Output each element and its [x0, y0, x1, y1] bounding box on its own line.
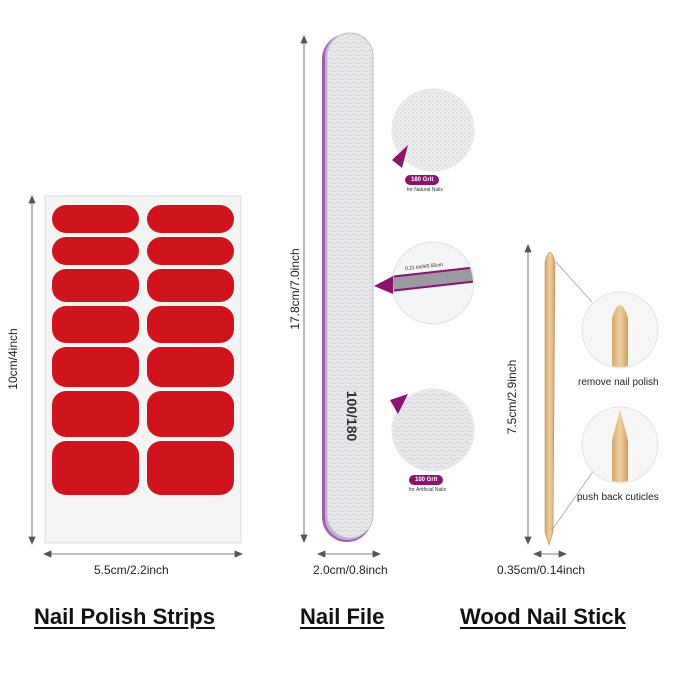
strip-dimension-lines [28, 194, 244, 558]
file-dimension-lines [300, 34, 382, 558]
nail-strip [52, 347, 139, 387]
grit-100-sub: for Artificial Nails [409, 487, 446, 493]
strip-height-label: 10cm/4inch [6, 328, 20, 390]
nail-strip [147, 391, 234, 437]
grit-180-sub: for Natural Nails [407, 187, 443, 193]
file-length-label: 17.8cm/7.0inch [288, 248, 302, 330]
file-callout-100 [390, 388, 475, 472]
strip-width-label: 5.5cm/2.2inch [94, 563, 169, 577]
nail-file [322, 32, 374, 542]
nail-strip-grid [52, 205, 234, 495]
stick-callout-flat-tip [581, 291, 659, 369]
stick-callout-bottom-label: push back cuticles [577, 492, 659, 503]
nail-strip [147, 237, 234, 265]
stick-length-label: 7.5cm/2.9inch [505, 359, 519, 435]
nail-strip [147, 269, 234, 302]
stick-callout-top-label: remove nail polish [578, 377, 659, 388]
strip-title: Nail Polish Strips [34, 604, 215, 629]
stick-dimension-lines [524, 243, 568, 558]
nail-strip-sheet [44, 195, 242, 544]
wood-stick [544, 251, 556, 547]
nail-strip [52, 269, 139, 302]
nail-strip [52, 391, 139, 437]
stick-callout-lines [551, 261, 595, 531]
nail-strip [52, 205, 139, 233]
nail-strip [147, 347, 234, 387]
file-callout-180 [391, 88, 475, 172]
nail-strip [147, 441, 234, 495]
file-grit-print: 100/180 [344, 390, 360, 442]
nail-strip [52, 306, 139, 343]
grit-180-badge: 180 Grit [405, 175, 440, 185]
stick-width-label: 0.35cm/0.14inch [497, 563, 586, 577]
nail-strip [52, 237, 139, 265]
stick-title: Wood Nail Stick [460, 604, 626, 629]
nail-strip [147, 306, 234, 343]
stick-callout-pointed-tip [581, 406, 659, 484]
nail-strip [147, 205, 234, 233]
file-title: Nail File [300, 604, 385, 629]
nail-strip [52, 441, 139, 495]
file-callout-thickness [374, 241, 475, 325]
file-width-label: 2.0cm/0.8inch [313, 563, 388, 577]
grit-100-badge: 100 Grit [409, 475, 444, 485]
